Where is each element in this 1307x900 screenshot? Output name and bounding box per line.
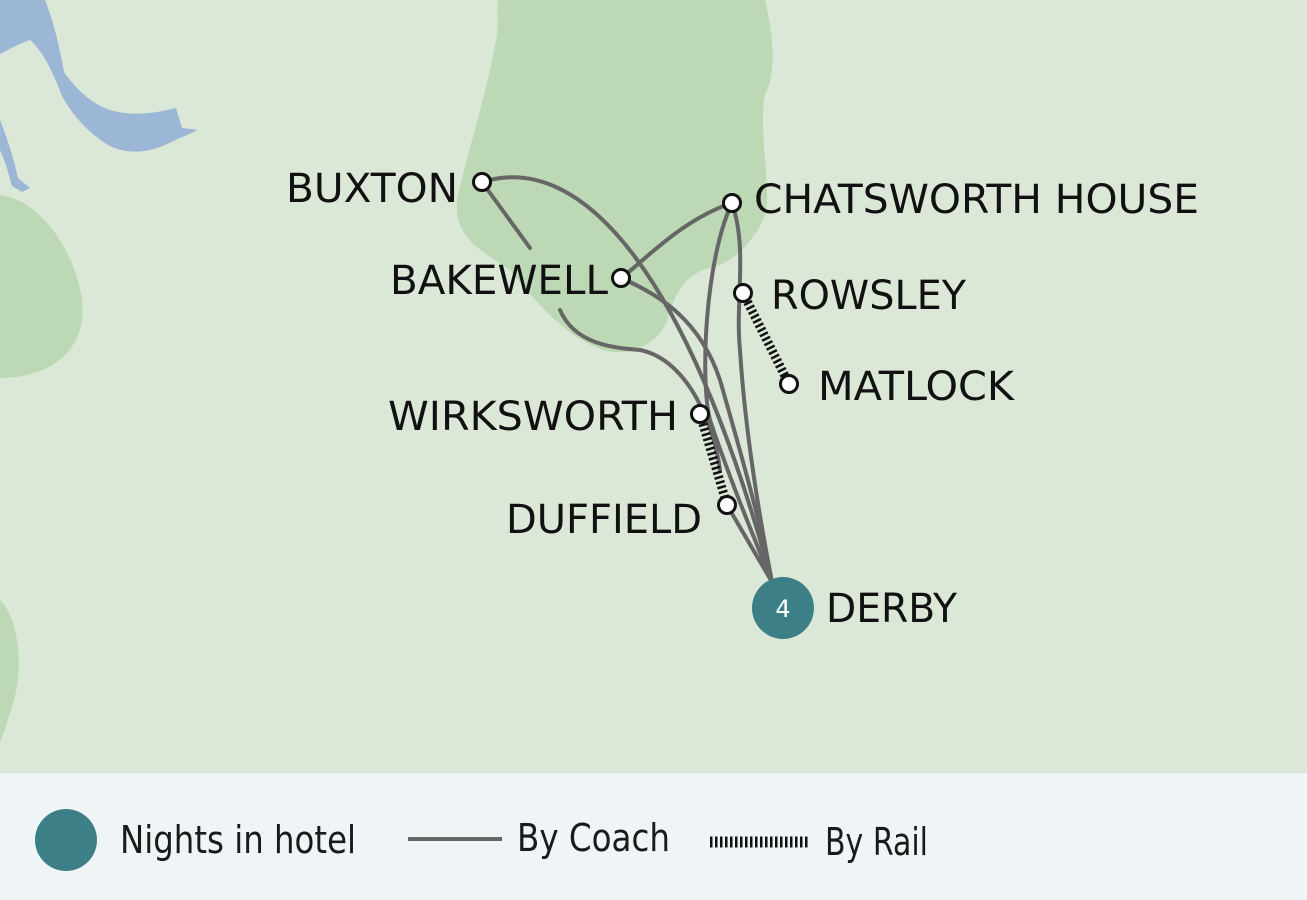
legend-hotel-symbol	[35, 809, 97, 871]
coach-routes	[480, 175, 774, 584]
rail-route-wirksworth-duffield	[695, 412, 732, 507]
map-legend: Nights in hotel By Coach By Rail	[0, 773, 1307, 900]
marker-rowsley	[733, 283, 753, 303]
coach-route-buxton-bakewell	[480, 180, 532, 250]
rail-routes	[695, 290, 794, 507]
coach-route-chatsworth-derby-b	[730, 201, 774, 584]
marker-matlock	[779, 374, 799, 394]
park-area-west	[0, 195, 83, 378]
river-water	[0, 120, 30, 192]
legend-nights-label: Nights in hotel	[120, 818, 356, 862]
coach-route-chatsworth-derby-a	[703, 201, 774, 584]
label-buxton: BUXTON	[286, 166, 458, 212]
reservoir-water	[0, 0, 198, 152]
marker-wirksworth	[690, 404, 710, 424]
legend-coach-label: By Coach	[517, 816, 670, 860]
hub-nights-count: 4	[775, 595, 790, 623]
coach-route-buxton-derby	[480, 175, 774, 584]
label-chatsworth-house: CHATSWORTH HOUSE	[754, 177, 1199, 223]
coach-route-duffield-derby	[725, 503, 774, 584]
marker-chatsworth	[722, 193, 742, 213]
marker-buxton	[472, 172, 492, 192]
legend-bar	[0, 773, 1307, 900]
park-area-southwest	[0, 600, 19, 742]
label-derby: DERBY	[826, 586, 958, 632]
label-wirksworth: WIRKSWORTH	[388, 394, 678, 440]
label-duffield: DUFFIELD	[506, 497, 702, 543]
coach-route-bakewell-derby	[619, 276, 774, 584]
rail-route-rowsley-matlock	[738, 290, 794, 387]
hub-marker-derby	[752, 577, 814, 639]
coach-route-bakewell-loop-derby	[558, 308, 722, 472]
label-bakewell: BAKEWELL	[390, 258, 609, 304]
marker-bakewell	[611, 268, 631, 288]
stop-markers	[472, 172, 799, 515]
marker-duffield	[717, 495, 737, 515]
label-matlock: MATLOCK	[818, 364, 1016, 410]
label-rowsley: ROWSLEY	[771, 273, 967, 319]
legend-rail-label: By Rail	[825, 820, 928, 864]
peak-district-area	[456, 0, 773, 353]
